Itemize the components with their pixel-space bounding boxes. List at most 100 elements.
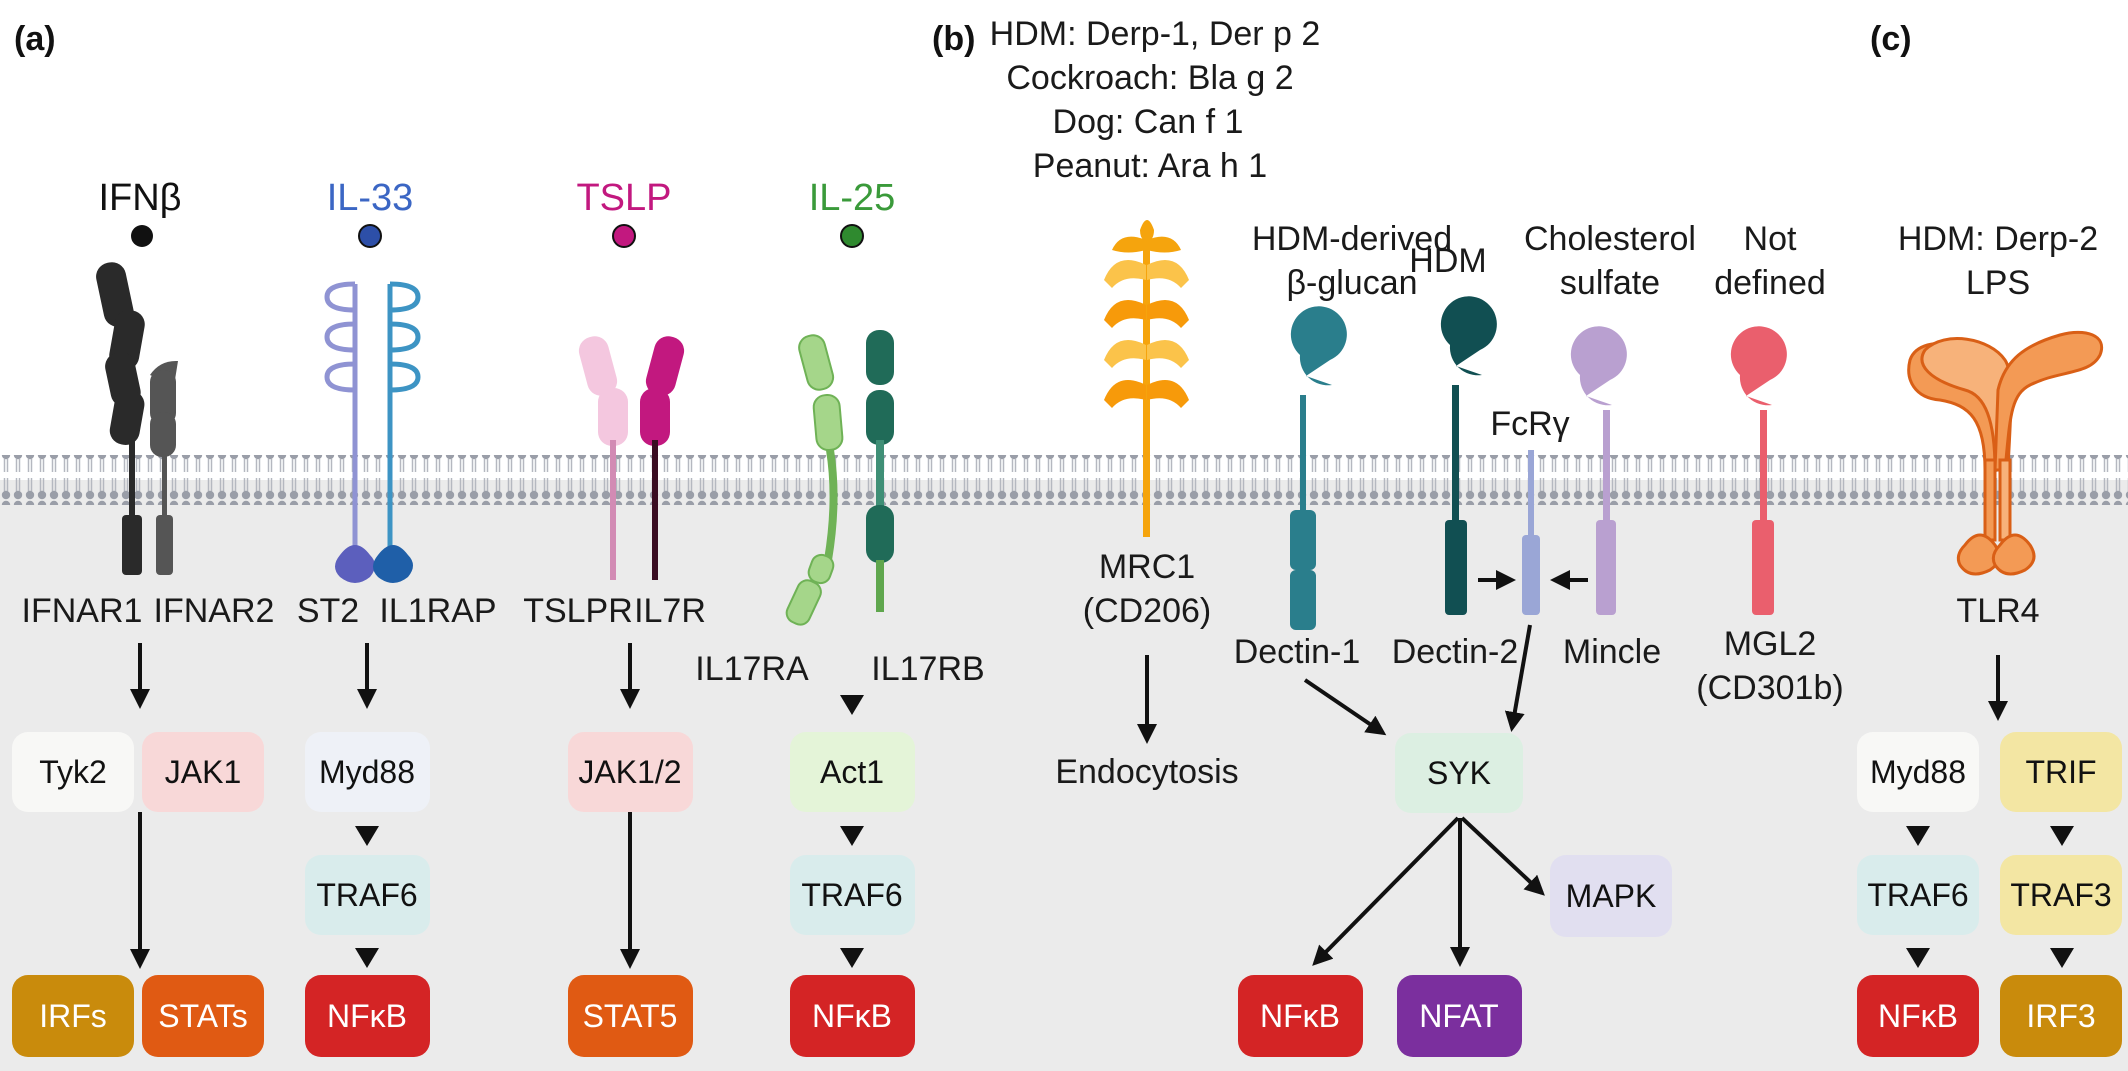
receptor-dectin2-label: Dectin-2 — [1392, 633, 1519, 671]
ligand-mgl2-label-2: defined — [1714, 264, 1826, 302]
box-myd88-c — [1857, 732, 1979, 812]
box-nfkb-2-label: NFκB — [812, 998, 892, 1034]
panel-letter-b: (b) — [932, 20, 975, 58]
box-act1-label: Act1 — [820, 754, 884, 790]
receptor-il17rb-label: IL17RB — [871, 650, 984, 688]
receptor-mincle-label: Mincle — [1563, 633, 1661, 671]
box-traf6-c-label: TRAF6 — [1867, 877, 1968, 913]
st2-receptor — [324, 281, 358, 555]
arrowhead-trif-to-traf3 — [2050, 826, 2074, 846]
box-traf6-1-label: TRAF6 — [316, 877, 417, 913]
allergen-line-1: HDM: Derp-1, Der p 2 — [990, 15, 1321, 53]
il17rb-receptor — [866, 330, 894, 612]
tslpr-receptor — [578, 336, 628, 580]
receptor-dectin1-label: Dectin-1 — [1234, 633, 1361, 671]
box-nfkb-c-label: NFκB — [1878, 998, 1958, 1034]
allergen-line-4: Peanut: Ara h 1 — [1033, 147, 1267, 185]
ligand-tslp-label: TSLP — [576, 177, 671, 219]
box-nfat — [1397, 975, 1522, 1057]
box-stat5-label: STAT5 — [583, 998, 678, 1034]
receptor-il1rap-label: IL1RAP — [379, 592, 496, 630]
ligand-tslp-dot — [612, 224, 636, 248]
box-traf6-c — [1857, 855, 1979, 935]
il1rap-intracellular-domain — [373, 545, 413, 583]
box-tyk2 — [12, 732, 134, 812]
outcome-endocytosis-label: Endocytosis — [1055, 753, 1238, 791]
arrow-syk-to-mapk — [1460, 816, 1545, 896]
ligand-mincle-label-2: sulfate — [1560, 264, 1660, 302]
mgl2-receptor — [1730, 326, 1787, 615]
box-trif-label: TRIF — [2025, 754, 2096, 790]
arrowhead-traf6-to-nfkb — [355, 948, 379, 968]
ligand-ifnb-dot — [131, 225, 153, 247]
ligand-il25-label: IL-25 — [809, 177, 896, 219]
box-syk-label: SYK — [1427, 755, 1491, 791]
fcrg-receptor — [1522, 450, 1540, 615]
ligand-il33-dot — [358, 224, 382, 248]
box-jak1-label: JAK1 — [165, 754, 241, 790]
receptor-st2-label: ST2 — [297, 592, 359, 630]
il7r-receptor — [640, 336, 685, 580]
tlr4-receptor — [1907, 330, 2104, 576]
box-syk — [1395, 733, 1523, 813]
receptor-mgl2-label-1: MGL2 — [1724, 625, 1817, 663]
box-act1 — [790, 732, 915, 812]
box-irf3 — [2000, 975, 2122, 1057]
ligand-dectin2-label: HDM — [1409, 242, 1486, 280]
tlr4-ligand-label-1: HDM: Derp-2 — [1898, 220, 2098, 258]
box-myd88-label: Myd88 — [319, 754, 415, 790]
receptor-mgl2-label-2: (CD301b) — [1696, 669, 1843, 707]
tlr4-ligand-label-2: LPS — [1966, 264, 2030, 302]
cell-membrane — [0, 455, 2128, 505]
arrow-syk-to-nfkb — [1312, 816, 1460, 966]
ifnar1-receptor — [96, 262, 145, 575]
box-traf3-label: TRAF3 — [2010, 877, 2111, 913]
arrowhead-il17r-to-act1 — [840, 695, 864, 715]
box-traf6-2 — [790, 855, 915, 935]
panel-letter-a: (a) — [14, 20, 56, 58]
box-jak1 — [142, 732, 264, 812]
box-traf3 — [2000, 855, 2122, 935]
arrowhead-myd88-to-traf6-c — [1906, 826, 1930, 846]
box-tyk2-label: Tyk2 — [39, 754, 107, 790]
box-nfkb-c — [1857, 975, 1979, 1057]
box-jak12 — [568, 732, 693, 812]
ligand-il33-label: IL-33 — [327, 177, 414, 219]
ligand-il25-dot — [840, 224, 864, 248]
allergen-line-3: Dog: Can f 1 — [1053, 103, 1244, 141]
ligand-mincle-label-1: Cholesterol — [1524, 220, 1696, 258]
dectin2-receptor — [1440, 296, 1497, 615]
st2-intracellular-domain — [335, 545, 375, 583]
box-stats — [142, 975, 264, 1057]
box-traf6-1 — [305, 855, 430, 935]
receptor-mrc1-label-1: MRC1 — [1099, 548, 1195, 586]
box-nfat-label: NFAT — [1419, 998, 1498, 1034]
box-jak12-label: JAK1/2 — [578, 754, 681, 790]
mincle-receptor — [1570, 326, 1627, 615]
receptor-il17ra-label: IL17RA — [695, 650, 809, 688]
box-trif — [2000, 732, 2122, 812]
il17ra-receptor — [785, 334, 844, 626]
receptor-fcrg-label: FcRγ — [1490, 405, 1569, 443]
box-irfs-label: IRFs — [39, 998, 107, 1034]
box-nfkb-1 — [305, 975, 430, 1057]
allergen-line-2: Cockroach: Bla g 2 — [1006, 59, 1293, 97]
il1rap-receptor — [387, 281, 421, 555]
dectin1-receptor — [1290, 306, 1347, 630]
receptor-il7r-label: IL7R — [634, 592, 706, 630]
arrowhead-traf3-to-irf3 — [2050, 948, 2074, 968]
receptor-mrc1-label-2: (CD206) — [1083, 592, 1211, 630]
ligand-mgl2-label-1: Not — [1744, 220, 1797, 258]
box-nfkb-2 — [790, 975, 915, 1057]
arrow-dectin1-to-syk — [1303, 678, 1387, 736]
box-irfs — [12, 975, 134, 1057]
ifnar2-receptor — [150, 360, 178, 575]
receptor-tslpr-label: TSLPR — [523, 592, 633, 630]
mrc1-receptor — [1104, 220, 1189, 537]
arrowhead-traf6-to-nfkb-c — [1906, 948, 1930, 968]
box-mapk-label: MAPK — [1566, 878, 1657, 914]
arrowhead-act1-to-traf6 — [840, 826, 864, 846]
box-myd88-c-label: Myd88 — [1870, 754, 1966, 790]
